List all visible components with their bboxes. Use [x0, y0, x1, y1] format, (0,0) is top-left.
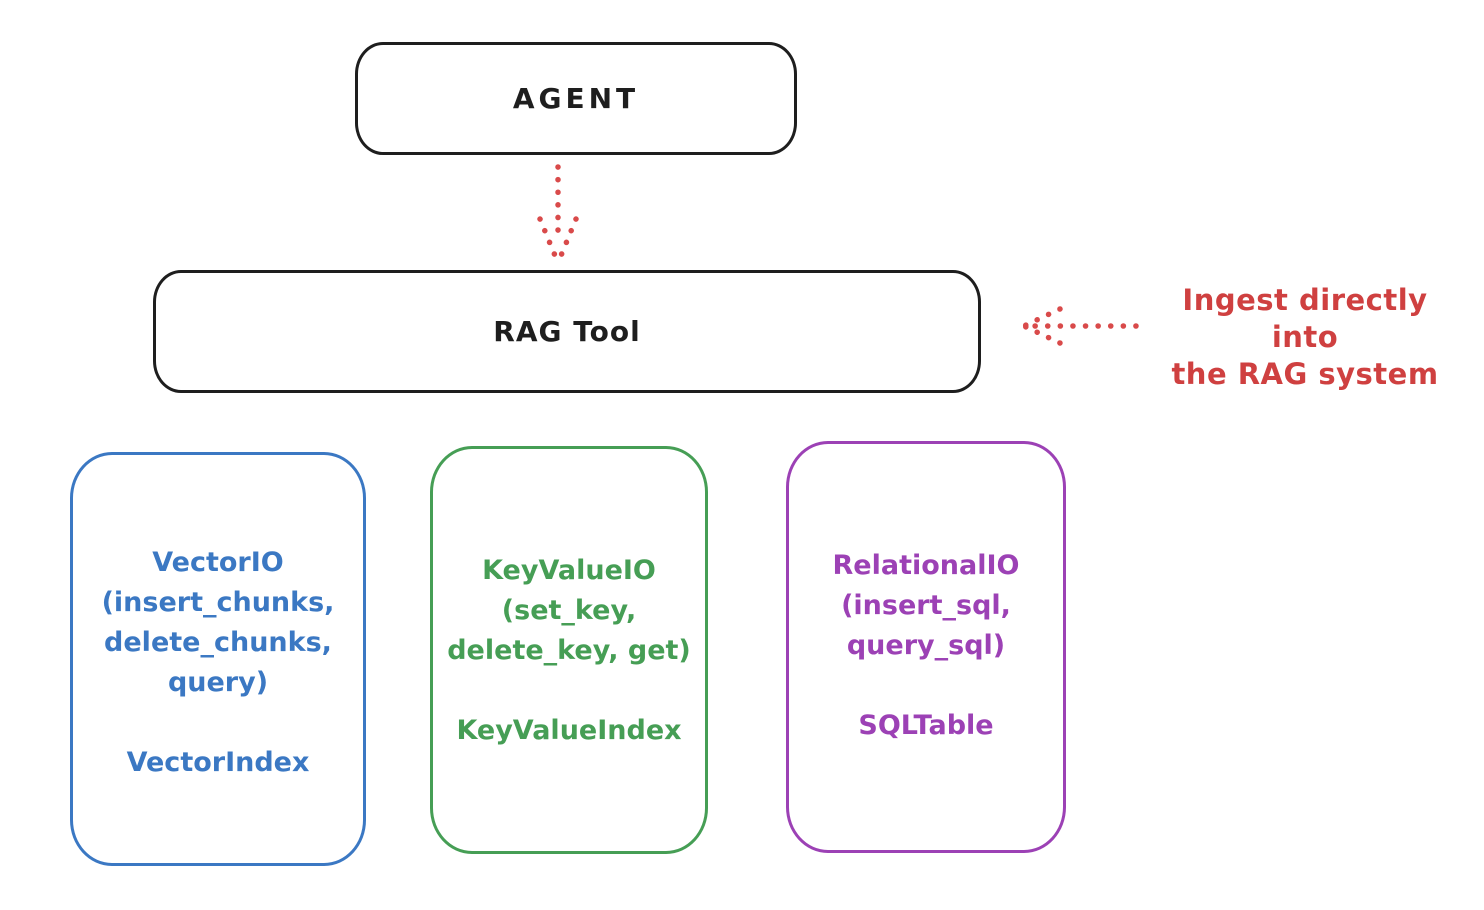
spacer	[73, 703, 363, 743]
sql-table-label: SQLTable	[858, 710, 994, 741]
key-value-io-line: (set_key,	[501, 595, 637, 626]
ingest-annotation-line: Ingest directly into	[1182, 283, 1428, 354]
vector-io-line: query)	[167, 667, 269, 698]
relational-io-line: (insert_sql,	[841, 590, 1011, 621]
vector-io-node: VectorIO (insert_chunks, delete_chunks, …	[70, 452, 366, 866]
key-value-io-node: KeyValueIO (set_key, delete_key, get) Ke…	[430, 446, 708, 854]
spacer	[433, 671, 705, 711]
spacer	[789, 666, 1063, 706]
ingest-arrow-icon	[1021, 306, 1139, 346]
ingest-annotation: Ingest directly into the RAG system	[1145, 282, 1465, 393]
agent-label: AGENT	[512, 82, 640, 115]
relational-io-node: RelationalIO (insert_sql, query_sql) SQL…	[786, 441, 1066, 853]
down-arrow-icon	[537, 164, 579, 261]
relational-io-line: RelationalIO	[832, 550, 1020, 581]
relational-io-line: query_sql)	[846, 630, 1006, 661]
vector-io-line: (insert_chunks,	[101, 587, 335, 618]
key-value-io-line: delete_key, get)	[447, 635, 691, 666]
rag-tool-label: RAG Tool	[493, 315, 641, 348]
key-value-io-text: KeyValueIO (set_key, delete_key, get) Ke…	[433, 551, 705, 751]
relational-io-text: RelationalIO (insert_sql, query_sql) SQL…	[789, 546, 1063, 746]
ingest-annotation-line: the RAG system	[1171, 357, 1439, 391]
key-value-index-label: KeyValueIndex	[456, 715, 682, 746]
vector-io-line: delete_chunks,	[104, 627, 332, 658]
vector-io-text: VectorIO (insert_chunks, delete_chunks, …	[73, 543, 363, 783]
key-value-io-line: KeyValueIO	[482, 555, 656, 586]
vector-index-label: VectorIndex	[126, 747, 310, 778]
agent-node: AGENT	[355, 42, 797, 155]
rag-tool-node: RAG Tool	[153, 270, 981, 393]
vector-io-line: VectorIO	[152, 547, 284, 578]
